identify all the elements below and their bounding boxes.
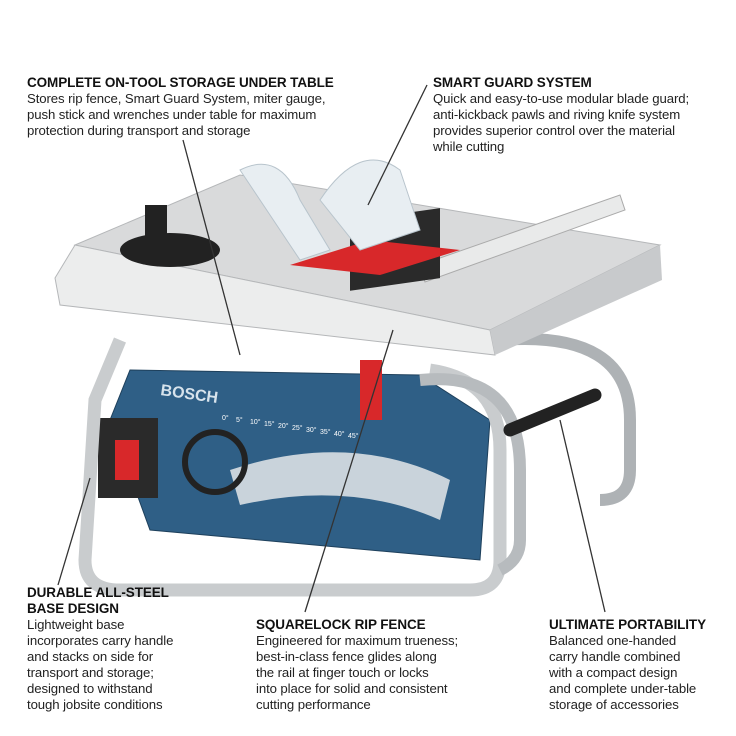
callout-title: COMPLETE ON-TOOL STORAGE UNDER TABLE	[27, 75, 334, 90]
bevel-tick-label: 35°	[320, 428, 331, 436]
callout-line: Balanced one-handed	[549, 633, 677, 648]
callout-title: SQUARELOCK RIP FENCE	[256, 617, 426, 632]
bevel-tick-label: 30°	[306, 426, 317, 434]
carry-handle[interactable]	[503, 388, 602, 437]
blade-guard-left	[239, 163, 331, 261]
callout-line: best-in-class fence glides along	[256, 649, 437, 664]
blade-guard-right	[319, 159, 421, 251]
callout-line: Quick and easy-to-use modular blade guar…	[433, 91, 690, 106]
rear-frame-tube	[499, 333, 636, 506]
callout-line: incorporates carry handle	[27, 633, 174, 648]
callout-title: BASE DESIGN	[27, 601, 119, 616]
callout-line: Engineered for maximum trueness;	[256, 633, 459, 648]
fence-lock-lever[interactable]	[360, 360, 382, 420]
callout-line: storage of accessories	[549, 697, 679, 712]
callout-line: carry handle combined	[549, 649, 681, 664]
callout-line: tough jobsite conditions	[27, 697, 163, 712]
callout-title: ULTIMATE PORTABILITY	[549, 617, 706, 632]
bevel-tick-label: 45°	[348, 432, 359, 440]
bevel-tick-label: 15°	[264, 420, 275, 428]
callout-line: designed to withstand	[27, 681, 153, 696]
callout-line: transport and storage;	[27, 665, 154, 680]
callout-base: DURABLE ALL-STEEL BASE DESIGN Lightweigh…	[27, 585, 173, 713]
front-frame-tube	[419, 373, 526, 576]
callout-line: while cutting	[433, 139, 505, 154]
callout-line: and stacks on side for	[27, 649, 154, 664]
bevel-slot	[230, 452, 450, 520]
storage-knob	[145, 205, 167, 245]
callout-title: DURABLE ALL-STEEL	[27, 585, 169, 600]
callout-fence: SQUARELOCK RIP FENCE Engineered for maxi…	[256, 617, 458, 713]
callout-line: provides superior control over the mater…	[433, 123, 675, 138]
callout-line: protection during transport and storage	[27, 123, 251, 138]
callout-line: anti-kickback pawls and riving knife sys…	[433, 107, 681, 122]
callout-portability: ULTIMATE PORTABILITY Balanced one-handed…	[549, 617, 706, 713]
throat-plate	[290, 240, 460, 275]
storage-knob-base	[120, 233, 220, 267]
leader-lines	[57, 84, 606, 613]
callout-line: with a compact design	[549, 665, 678, 680]
callout-guard: SMART GUARD SYSTEM Quick and easy-to-use…	[433, 75, 689, 155]
callout-line: cutting performance	[256, 697, 371, 712]
callout-line: push stick and wrenches under table for …	[27, 107, 317, 122]
callout-line: Lightweight base	[27, 617, 125, 632]
bevel-handwheel[interactable]	[182, 429, 248, 495]
bevel-tick-label: 20°	[278, 422, 289, 430]
callout-line: into place for solid and consistent	[256, 681, 448, 696]
callout-storage: COMPLETE ON-TOOL STORAGE UNDER TABLE Sto…	[27, 75, 334, 139]
callout-title: SMART GUARD SYSTEM	[433, 75, 592, 90]
bevel-tick-label: 25°	[292, 424, 303, 432]
callout-line: and complete under-table	[549, 681, 697, 696]
bevel-tick-label: 40°	[334, 430, 345, 438]
table-side	[490, 245, 662, 355]
bevel-scale: 0° 5° 10°15°20°25°30°35°40°45°	[222, 414, 359, 440]
callout-line: the rail at finger touch or locks	[256, 665, 429, 680]
bevel-tick-label: 0°	[222, 414, 229, 422]
bevel-tick-label: 5°	[236, 416, 243, 424]
power-switch[interactable]	[115, 440, 139, 480]
bevel-tick-label: 10°	[250, 418, 261, 426]
callout-line: Stores rip fence, Smart Guard System, mi…	[27, 91, 326, 106]
